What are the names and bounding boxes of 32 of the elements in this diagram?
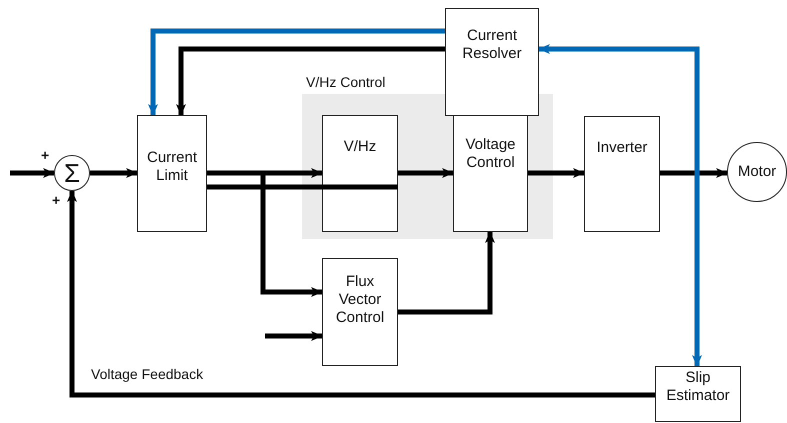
process-box [655, 366, 741, 422]
process-box [445, 8, 539, 116]
arrow [90, 168, 138, 178]
sign-label: + [52, 192, 60, 208]
arrow [398, 231, 495, 314]
process-box [584, 116, 660, 232]
arrow [538, 44, 702, 367]
block-label: Slip Estimator [665, 369, 731, 405]
arrow [398, 168, 454, 178]
process-box [322, 258, 398, 366]
block-label: Flux Vector Control [334, 273, 386, 327]
block-label: V/Hz [344, 138, 376, 156]
group-title: V/Hz Control [306, 74, 386, 90]
arrow [67, 190, 655, 398]
block-label: Voltage Control [464, 136, 517, 172]
sign-label: + [41, 147, 50, 163]
arrow [176, 46, 445, 116]
edge-label: Voltage Feedback [89, 366, 206, 382]
arrow [528, 168, 585, 178]
arrow [148, 28, 445, 116]
block-label: Motor [738, 163, 776, 181]
process-box [453, 115, 528, 232]
arrow [265, 331, 323, 341]
process-box [137, 115, 207, 232]
block-label: Inverter [596, 139, 648, 157]
block-label: Current Resolver [461, 27, 523, 63]
arrow [660, 168, 728, 178]
summing-junction [54, 155, 90, 191]
sum-symbol: Σ [64, 160, 80, 186]
arrow [10, 168, 55, 178]
process-box [322, 115, 398, 232]
block-label: Current Limit [146, 149, 198, 185]
